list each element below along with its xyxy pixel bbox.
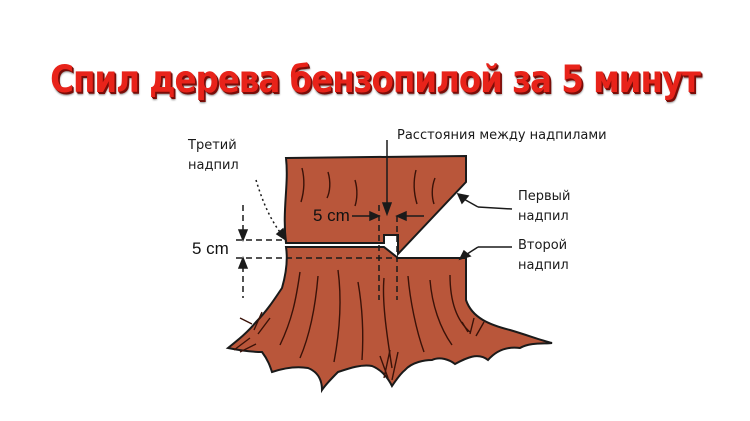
- first-cut-label-line1: Первый: [518, 189, 571, 204]
- third-cut-label-line2: надпил: [188, 158, 239, 173]
- third-cut-label: Третий надпил: [188, 136, 239, 176]
- bark-texture: [233, 167, 485, 381]
- page-title: Спил дерева бензопилой за 5 минут: [50, 58, 701, 101]
- first-cut-label-line2: надпил: [518, 209, 569, 224]
- first-cut-label: Первый надпил: [518, 187, 570, 227]
- tree-trunk: [225, 154, 553, 394]
- dimension-arrows: [237, 140, 513, 269]
- third-cut-label-line1: Третий: [188, 138, 237, 153]
- second-cut-label-line2: надпил: [518, 258, 569, 273]
- second-cut-label-line1: Второй: [518, 238, 568, 253]
- vertical-dimension-label: 5 cm: [192, 239, 229, 258]
- distance-between-cuts-label: Расстояния между надпилами: [397, 128, 607, 143]
- horizontal-dimension-label: 5 cm: [313, 206, 350, 225]
- trunk-upper: [283, 154, 467, 257]
- dimension-guides: [236, 205, 398, 300]
- second-cut-label: Второй надпил: [518, 236, 569, 276]
- trunk-lower: [225, 246, 553, 394]
